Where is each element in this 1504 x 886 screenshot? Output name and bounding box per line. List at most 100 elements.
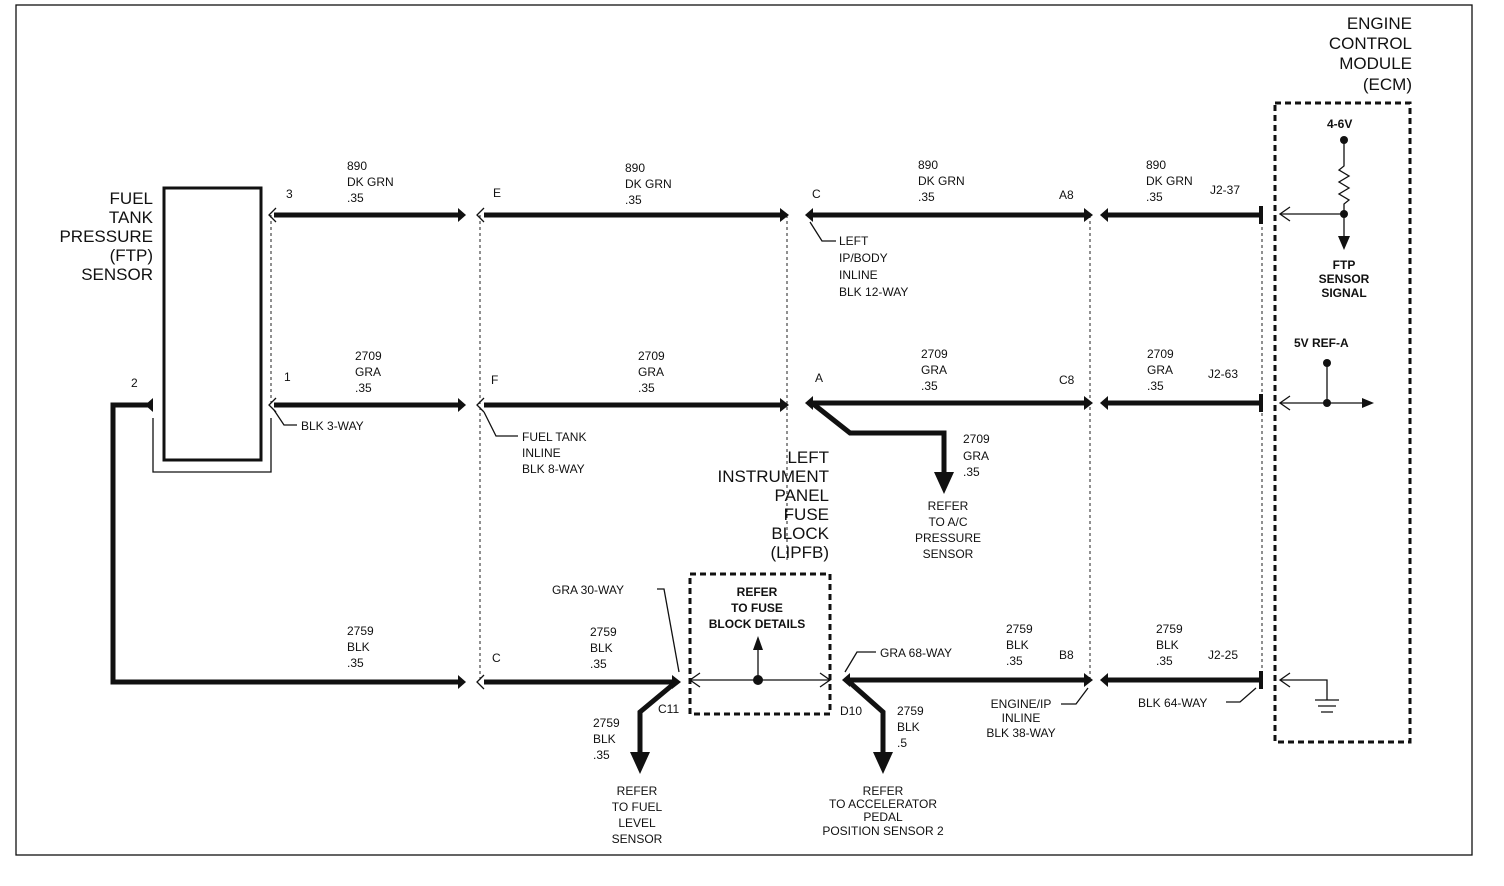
left-ip-body-leader — [809, 221, 836, 242]
svg-text:PANEL: PANEL — [775, 486, 830, 505]
wire-2759-label-3: 2759 BLK .35 — [1006, 622, 1033, 668]
ftp-sensor-label: FUEL TANK PRESSURE (FTP) SENSOR — [59, 189, 153, 284]
svg-text:DK GRN: DK GRN — [1146, 174, 1193, 188]
pin-ftp-3: 3 — [286, 187, 293, 201]
pin-ftp-2: 2 — [131, 376, 138, 390]
svg-text:LEFT: LEFT — [839, 234, 869, 248]
lipfb-node — [753, 675, 763, 685]
svg-text:REFER: REFER — [928, 499, 969, 513]
svg-text:BLK: BLK — [1156, 638, 1179, 652]
pin-c-bottom: C — [492, 651, 501, 665]
svg-text:.35: .35 — [593, 748, 610, 762]
svg-text:2709: 2709 — [963, 432, 990, 446]
svg-text:BLK: BLK — [1006, 638, 1029, 652]
blk-64way-label: BLK 64-WAY — [1138, 696, 1207, 710]
ref-5v-node — [1323, 399, 1331, 407]
svg-text:FTP: FTP — [1333, 258, 1356, 272]
fuse-block-ref: REFER TO FUSE BLOCK DETAILS — [709, 585, 805, 631]
svg-text:IP/BODY: IP/BODY — [839, 251, 888, 265]
ecm-output-chevron-icon — [1278, 395, 1291, 411]
pin-a: A — [815, 371, 823, 385]
ecm-label: ENGINE CONTROL MODULE (ECM) — [1329, 14, 1412, 94]
svg-text:.35: .35 — [963, 465, 980, 479]
pin-d10: D10 — [840, 704, 862, 718]
ref-5v-arrow-icon — [1362, 398, 1374, 408]
wire-2759-connectors — [145, 398, 1263, 690]
lipfb-label: LEFT INSTRUMENT PANEL FUSE BLOCK (LIPFB) — [718, 448, 830, 562]
svg-text:(ECM): (ECM) — [1363, 75, 1412, 94]
ground-line — [1280, 679, 1328, 700]
lipfb-box — [688, 572, 832, 716]
svg-text:2709: 2709 — [355, 349, 382, 363]
gra-30way-label: GRA 30-WAY — [552, 583, 624, 597]
lipfb-up-arrow-icon — [753, 636, 763, 650]
svg-text:REFER: REFER — [737, 585, 778, 599]
wire-2759-d10-arrow-icon — [873, 752, 893, 774]
fuel-tank-inline-label: FUEL TANK INLINE BLK 8-WAY — [522, 430, 586, 476]
fuel-level-ref: REFER TO FUEL LEVEL SENSOR — [612, 784, 663, 846]
pin-j2-25: J2-25 — [1208, 648, 1238, 662]
svg-text:DK GRN: DK GRN — [625, 177, 672, 191]
svg-text:GRA: GRA — [963, 449, 989, 463]
ecm-input-chevron-icon — [1278, 206, 1291, 222]
svg-text:PRESSURE: PRESSURE — [59, 227, 153, 246]
ftp-signal-arrow-icon — [1338, 236, 1350, 250]
wire-2759-d10-label: 2759 BLK .5 — [897, 704, 924, 750]
svg-text:TO ACCELERATOR: TO ACCELERATOR — [829, 797, 937, 811]
wire-2709-branch-label: 2709 GRA .35 — [963, 432, 990, 479]
ecm-box — [1273, 101, 1412, 744]
wire-2759-label-4: 2759 BLK .35 — [1156, 622, 1183, 668]
blk-3way-label: BLK 3-WAY — [301, 419, 364, 433]
svg-text:TO FUSE: TO FUSE — [731, 601, 783, 615]
wire-2759-ftp-loop — [110, 402, 462, 685]
svg-text:ENGINE: ENGINE — [1347, 14, 1412, 33]
svg-text:MODULE: MODULE — [1339, 54, 1412, 73]
svg-text:INLINE: INLINE — [522, 446, 561, 460]
pin-e: E — [493, 186, 501, 200]
svg-text:.35: .35 — [347, 656, 364, 670]
svg-text:(LIPFB): (LIPFB) — [770, 543, 829, 562]
gra-68way-leader — [844, 651, 876, 673]
svg-text:BLK: BLK — [347, 640, 370, 654]
svg-text:.35: .35 — [355, 381, 372, 395]
svg-text:LEFT: LEFT — [787, 448, 829, 467]
svg-text:FUSE: FUSE — [784, 505, 829, 524]
wire-2709-connectors — [268, 394, 1263, 413]
svg-text:SIGNAL: SIGNAL — [1321, 286, 1366, 300]
svg-text:.35: .35 — [1146, 190, 1163, 204]
app-sensor-ref: REFER TO ACCELERATOR PEDAL POSITION SENS… — [822, 784, 944, 838]
wire-2759-label-2: 2759 BLK .35 — [590, 625, 617, 671]
svg-text:2759: 2759 — [590, 625, 617, 639]
voltage-label: 4-6V — [1327, 117, 1352, 131]
blk-64way-leader — [1226, 687, 1257, 703]
wire-2709-branch — [810, 401, 947, 478]
svg-text:890: 890 — [1146, 158, 1166, 172]
engine-ip-inline-label: ENGINE/IP INLINE BLK 38-WAY — [986, 697, 1055, 740]
svg-text:PRESSURE: PRESSURE — [915, 531, 981, 545]
wire-2759-c11-branch — [637, 680, 678, 757]
wire-2709-label-3: 2709 GRA .35 — [921, 347, 948, 393]
pin-j2-63: J2-63 — [1208, 367, 1238, 381]
svg-text:SENSOR: SENSOR — [923, 547, 974, 561]
svg-text:INLINE: INLINE — [839, 268, 878, 282]
svg-text:2709: 2709 — [1147, 347, 1174, 361]
wire-890-label-2: 890 DK GRN .35 — [625, 161, 672, 207]
svg-text:SENSOR: SENSOR — [612, 832, 663, 846]
ftp-signal-line — [1280, 213, 1345, 240]
svg-text:890: 890 — [347, 159, 367, 173]
blk-3way-leader — [273, 409, 297, 426]
fuel-tank-inline-leader — [483, 411, 518, 437]
wire-890-label-3: 890 DK GRN .35 — [918, 158, 965, 204]
svg-text:2759: 2759 — [347, 624, 374, 638]
svg-text:.35: .35 — [921, 379, 938, 393]
svg-text:.35: .35 — [347, 191, 364, 205]
svg-text:LEVEL: LEVEL — [618, 816, 656, 830]
svg-text:2759: 2759 — [1006, 622, 1033, 636]
svg-text:BLOCK: BLOCK — [771, 524, 829, 543]
wire-2759-d10-branch — [845, 678, 886, 757]
svg-text:GRA: GRA — [921, 363, 947, 377]
pin-b8: B8 — [1059, 648, 1074, 662]
lipfb-right-chevron-icon — [819, 672, 832, 688]
svg-text:DK GRN: DK GRN — [918, 174, 965, 188]
svg-text:BLK 38-WAY: BLK 38-WAY — [986, 726, 1055, 740]
